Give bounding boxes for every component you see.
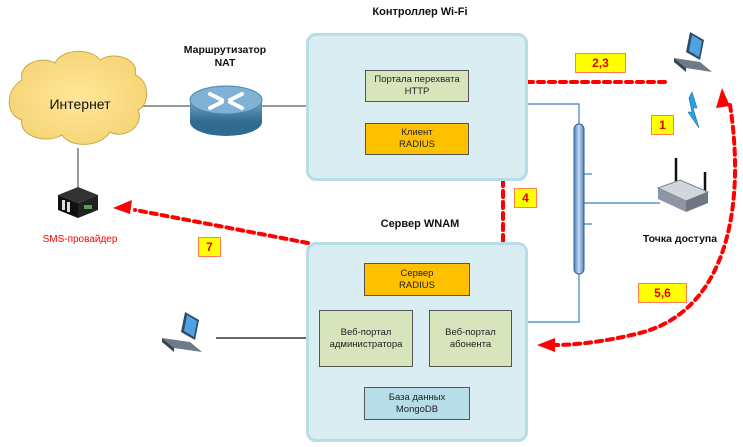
access-point-label: Точка доступа (642, 233, 718, 245)
wnam-title: Сервер WNAM (380, 218, 460, 230)
sms-server-icon (58, 187, 98, 218)
wireless-signal-icon (687, 91, 700, 129)
step-badge-4: 4 (514, 188, 537, 208)
network-bus (573, 123, 585, 275)
controller-container (306, 33, 528, 181)
controller-title: Контроллер Wi-Fi (372, 6, 468, 18)
router-icon (189, 85, 263, 136)
internet-cloud-icon (8, 50, 148, 145)
step-badge-2-3: 2,3 (575, 53, 626, 73)
mongodb-box: База данных MongoDB (364, 387, 470, 420)
radius-client-box: Клиент RADIUS (365, 123, 469, 155)
internet-label: Интернет (49, 96, 111, 112)
client-laptop-icon (674, 32, 712, 72)
radius-server-box: Сервер RADIUS (364, 263, 470, 296)
arrow-step-5-6 (553, 103, 738, 347)
admin-portal-box: Веб-портал администратора (319, 310, 413, 367)
link-bus-wnam (527, 273, 580, 323)
admin-laptop-icon (162, 312, 202, 352)
step-badge-1: 1 (651, 115, 674, 135)
router-label: Маршрутизатор NAT (183, 44, 267, 69)
subscriber-portal-box: Веб-портал абонента (429, 310, 512, 367)
step-badge-5-6: 5,6 (638, 283, 687, 303)
link-controller-bus (527, 103, 580, 125)
sms-provider-label: SMS-провайдер (42, 234, 118, 245)
access-point-icon (656, 158, 710, 212)
http-captive-portal-box: Портала перехвата HTTP (365, 70, 469, 102)
step-badge-7: 7 (198, 237, 221, 257)
arrow-step-7 (133, 208, 310, 245)
